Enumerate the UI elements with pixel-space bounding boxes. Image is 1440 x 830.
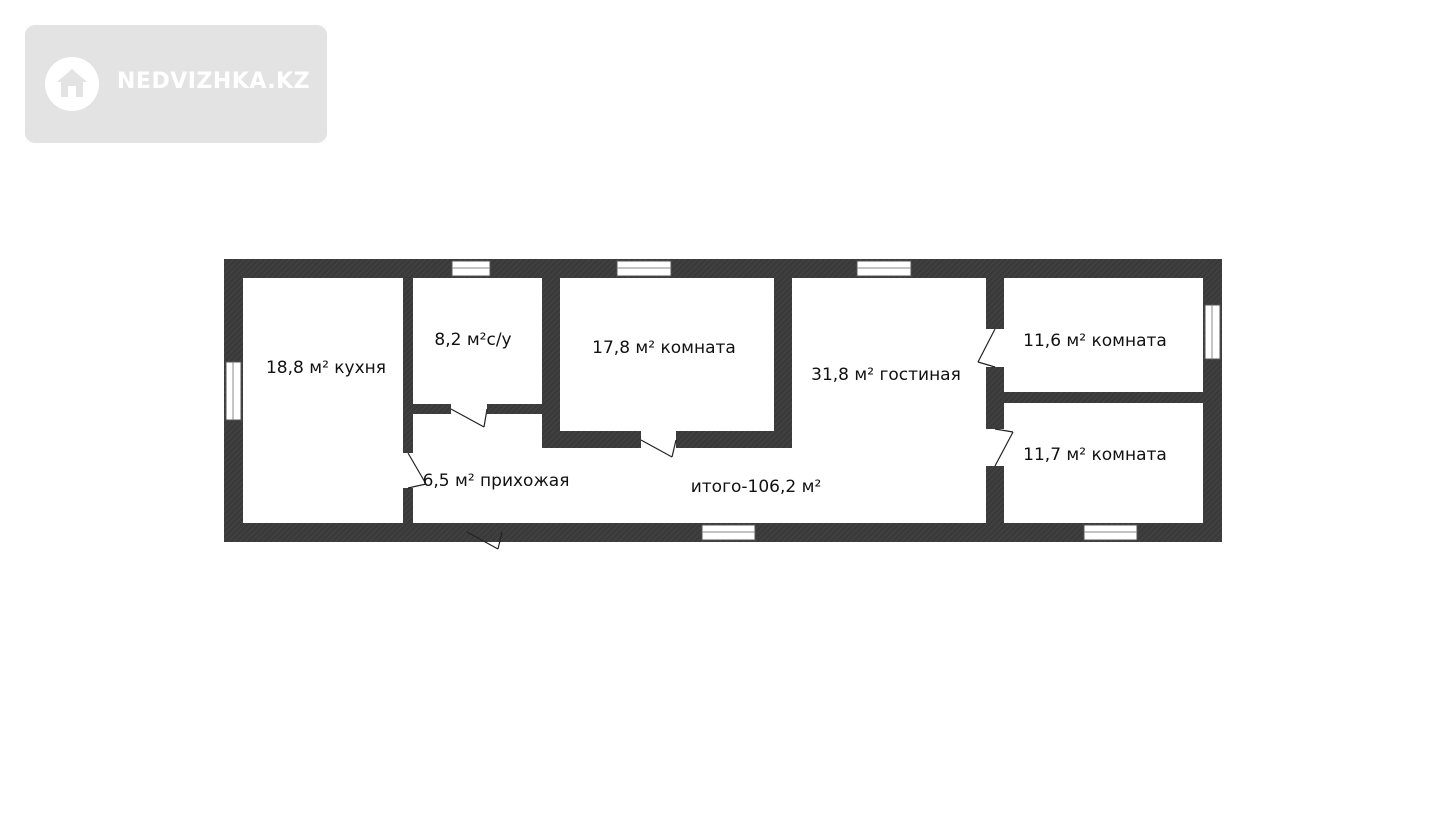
door xyxy=(977,361,996,368)
door xyxy=(994,431,1014,467)
door xyxy=(977,328,996,363)
door xyxy=(483,408,488,428)
watermark-logo: NEDVIZHKA.KZ xyxy=(25,25,327,143)
bathroom-label: 8,2 м²с/у xyxy=(434,330,511,350)
door xyxy=(407,452,427,485)
kitchen-label: 18,8 м² кухня xyxy=(266,358,386,378)
door xyxy=(497,531,503,550)
interior-walls xyxy=(403,278,1203,523)
door xyxy=(994,428,1014,433)
door xyxy=(466,531,499,550)
door xyxy=(671,439,677,458)
room-label: 11,6 м² комната xyxy=(1023,331,1167,351)
window-glass-lines xyxy=(232,267,1213,533)
total-area-label: итого-106,2 м² xyxy=(691,477,822,497)
doors xyxy=(407,328,1014,550)
room-label: 11,7 м² комната xyxy=(1023,445,1167,465)
door xyxy=(640,439,673,458)
living-room-label: 31,8 м² гостиная xyxy=(811,365,961,385)
door xyxy=(407,483,427,489)
room-label: 17,8 м² комната xyxy=(592,338,736,358)
hallway-label: 6,5 м² прихожая xyxy=(423,471,570,491)
house-icon xyxy=(45,57,99,111)
watermark-text: NEDVIZHKA.KZ xyxy=(117,69,311,94)
door xyxy=(450,408,485,428)
